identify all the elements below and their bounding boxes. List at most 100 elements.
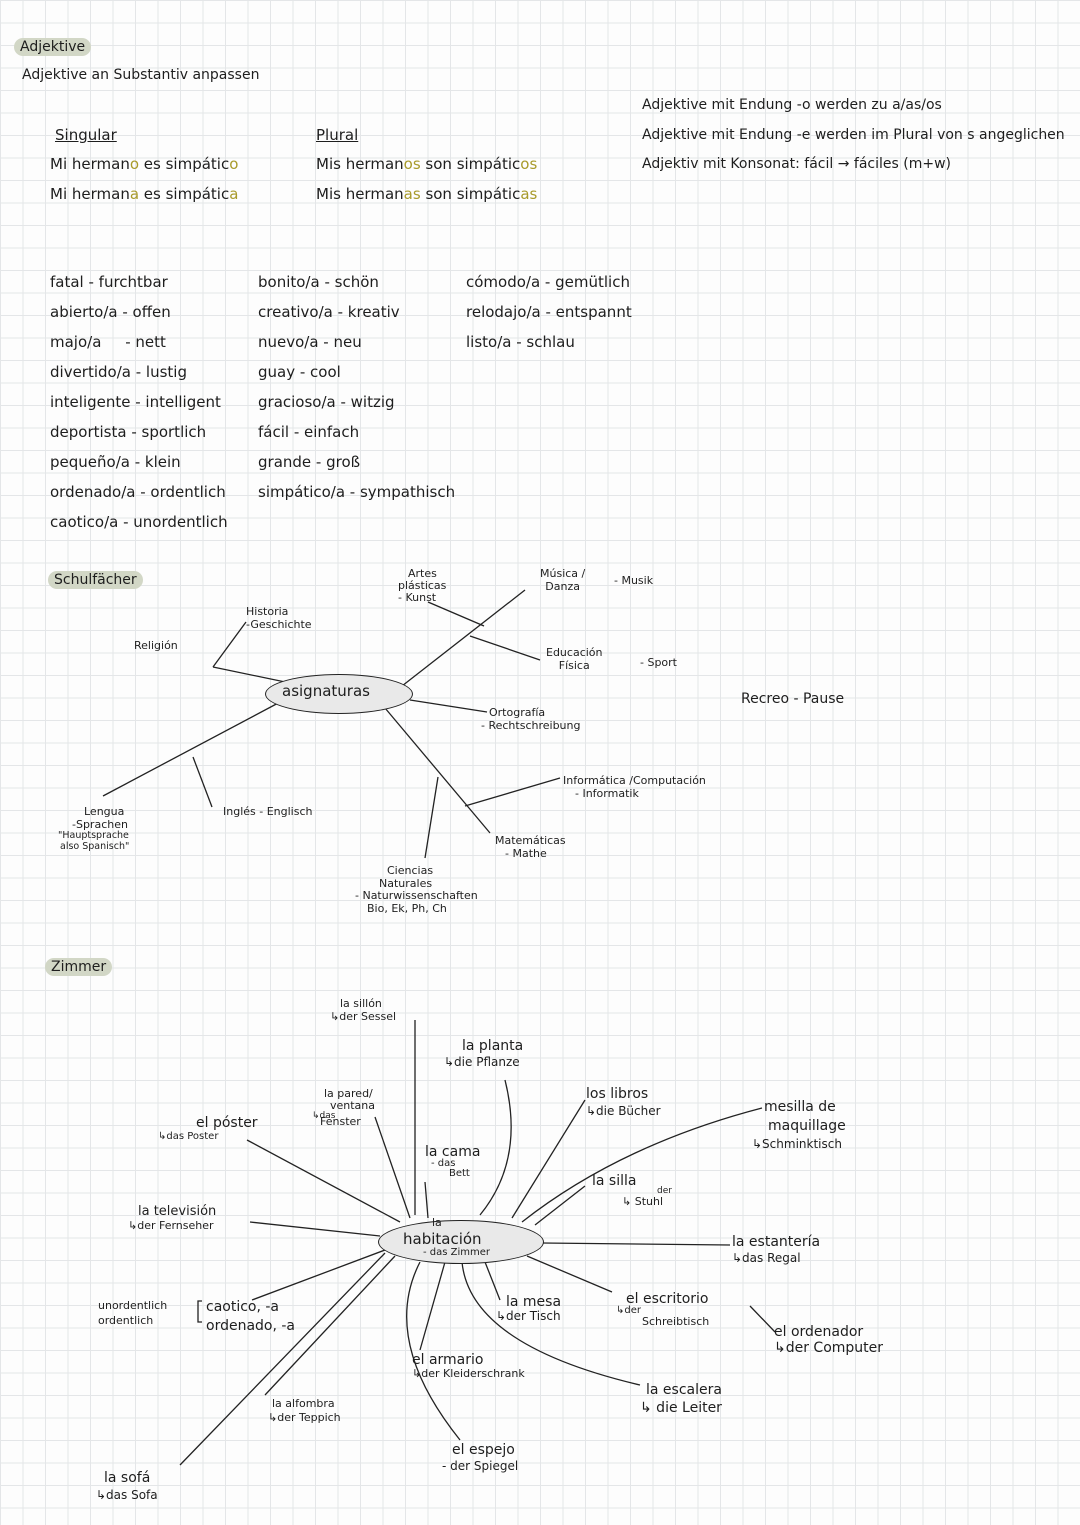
branch-musica bbox=[401, 589, 526, 687]
vocab-item: simpático/a - sympathisch bbox=[258, 483, 456, 501]
node-cama: la cama - das Bett bbox=[425, 1144, 481, 1179]
node-escritorio: el escritorio ↳der Schreibtisch bbox=[616, 1291, 710, 1328]
branch-silla bbox=[534, 1185, 586, 1226]
rule-3: Adjektiv mit Konsonat: fácil → fáciles (… bbox=[642, 156, 951, 172]
vocab-item: pequeño/a - klein bbox=[50, 453, 181, 471]
node-espejo: el espejo- der Spiegel bbox=[442, 1442, 519, 1473]
node-mesa: la mesa↳der Tisch bbox=[496, 1294, 562, 1324]
singular-example-2: Mi hermana es simpática bbox=[50, 185, 239, 203]
branch-ordenador bbox=[749, 1305, 776, 1333]
vocab-item: bonito/a - schön bbox=[258, 273, 379, 291]
node-historia: Historia-Geschichte bbox=[246, 605, 312, 631]
plural-example-1: Mis hermanos son simpáticos bbox=[316, 155, 538, 173]
vocab-item: ordenado/a - ordentlich bbox=[50, 483, 226, 501]
vocab-item: relodajo/a - entspannt bbox=[466, 303, 632, 321]
vocab-item: abierto/a - offen bbox=[50, 303, 171, 321]
node-ordenador: el ordenador↳der Computer bbox=[774, 1324, 884, 1357]
vocab-item: majo/a - nett bbox=[50, 333, 166, 351]
branch-espejo bbox=[406, 1261, 461, 1441]
node-ciencias: Ciencias Naturales - Naturwissenschaften… bbox=[355, 864, 478, 915]
branch-educacion bbox=[469, 635, 541, 661]
section-heading-adjektive: Adjektive bbox=[14, 38, 92, 56]
branch-ortografia bbox=[409, 699, 488, 713]
vocab-item: nuevo/a - neu bbox=[258, 333, 362, 351]
node-sillon: la sillón↳der Sessel bbox=[330, 997, 397, 1023]
vocab-item: cómodo/a - gemütlich bbox=[466, 273, 630, 291]
vocab-item: deportista - sportlich bbox=[50, 423, 207, 441]
node-armario: el armario↳der Kleiderschrank bbox=[412, 1352, 525, 1381]
subheading: Adjektive an Substantiv anpassen bbox=[22, 67, 260, 83]
branch-escalera bbox=[461, 1261, 641, 1386]
plural-example-2: Mis hermanas son simpáticas bbox=[316, 185, 538, 203]
branch-planta bbox=[479, 1079, 512, 1216]
node-ortografia: Ortografía- Rechtschreibung bbox=[481, 706, 581, 732]
branch-alfombra bbox=[264, 1255, 396, 1396]
vocab-item: caotico/a - unordentlich bbox=[50, 513, 228, 531]
node-planta: la planta↳die Pflanze bbox=[444, 1038, 524, 1070]
branch-cama bbox=[424, 1181, 429, 1219]
node-alfombra: la alfombra↳der Teppich bbox=[268, 1397, 341, 1425]
plural-title: Plural bbox=[316, 126, 359, 144]
branch-mesilla bbox=[521, 1107, 763, 1223]
node-escalera: la escalera↳ die Leiter bbox=[640, 1382, 722, 1416]
branch-armario bbox=[419, 1261, 446, 1351]
rule-1: Adjektive mit Endung -o werden zu a/as/o… bbox=[642, 97, 942, 113]
node-poster: el póster↳das Poster bbox=[158, 1115, 258, 1143]
room-center-bubble bbox=[378, 1220, 544, 1264]
singular-example-1: Mi hermano es simpático bbox=[50, 155, 239, 173]
room-center-article: la bbox=[432, 1216, 442, 1229]
subjects-center-label: asignaturas bbox=[282, 682, 370, 700]
branch-television bbox=[249, 1221, 381, 1237]
branch-estanteria bbox=[541, 1242, 731, 1246]
section-heading-schulfaecher: Schulfächer bbox=[48, 571, 143, 589]
vocab-item: grande - groß bbox=[258, 453, 361, 471]
branch-historia bbox=[212, 621, 247, 668]
node-musica-de: - Musik bbox=[614, 574, 654, 587]
vocab-item: divertido/a - lustig bbox=[50, 363, 187, 381]
node-pared: la pared/ ventana ↳das Fenster bbox=[312, 1087, 376, 1129]
branch-lengua bbox=[102, 700, 283, 797]
subjects-center-bubble bbox=[265, 674, 413, 714]
section-heading-zimmer: Zimmer bbox=[45, 958, 113, 976]
branch-libros bbox=[511, 1099, 586, 1219]
branch-escritorio bbox=[526, 1255, 613, 1293]
vocab-item: gracioso/a - witzig bbox=[258, 393, 395, 411]
node-educacion-de: - Sport bbox=[640, 656, 677, 669]
vocab-item: creativo/a - kreativ bbox=[258, 303, 400, 321]
room-center-de: - das Zimmer bbox=[423, 1247, 491, 1258]
vocab-item: guay - cool bbox=[258, 363, 341, 381]
branch-poster bbox=[246, 1139, 401, 1223]
node-libros: los libros↳die Bücher bbox=[586, 1086, 661, 1118]
branch-religion bbox=[212, 666, 291, 684]
node-mesilla: mesilla de maquillage ↳Schminktisch bbox=[752, 1099, 846, 1151]
recreo-note: Recreo - Pause bbox=[741, 691, 845, 707]
vocab-item: inteligente - intelligent bbox=[50, 393, 221, 411]
branch-ciencias bbox=[424, 776, 439, 859]
branch-ingles bbox=[192, 756, 213, 808]
branch-matematicas bbox=[384, 707, 491, 834]
branch-mesa bbox=[484, 1261, 501, 1301]
vocab-item: listo/a - schlau bbox=[466, 333, 575, 351]
singular-title: Singular bbox=[55, 126, 117, 144]
bracket bbox=[197, 1300, 202, 1323]
branch-sofa bbox=[179, 1252, 386, 1466]
branch-informatica bbox=[464, 777, 561, 807]
node-musica: Música /Danza bbox=[540, 567, 586, 593]
node-television: la televisión↳der Fernseher bbox=[128, 1204, 217, 1232]
node-informatica: Informática /Computación- Informatik bbox=[563, 774, 706, 800]
node-matematicas: Matemáticas- Mathe bbox=[495, 834, 566, 860]
branch-caotico bbox=[251, 1249, 386, 1301]
rule-2: Adjektive mit Endung -e werden im Plural… bbox=[642, 127, 1065, 143]
branch-artes bbox=[427, 601, 485, 627]
node-estanteria: la estantería↳das Regal bbox=[732, 1234, 821, 1266]
branch-pared bbox=[374, 1116, 411, 1219]
node-lengua: Lengua -Sprachen "Hauptsprache also Span… bbox=[58, 805, 130, 853]
node-religion: Religión bbox=[134, 639, 178, 652]
vocab-item: fatal - furchtbar bbox=[50, 273, 168, 291]
node-silla: la silla der ↳ Stuhl bbox=[592, 1173, 672, 1208]
